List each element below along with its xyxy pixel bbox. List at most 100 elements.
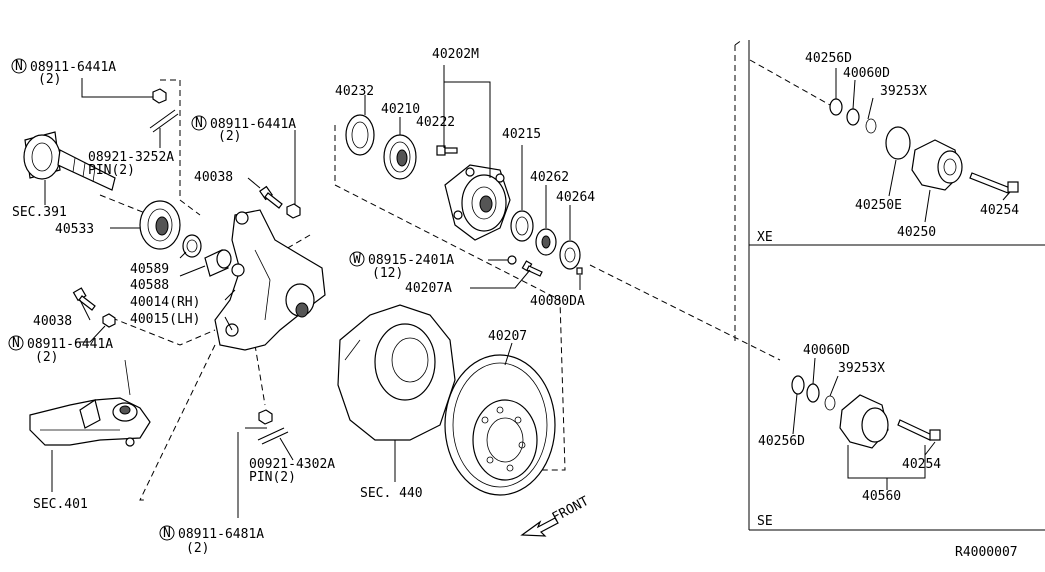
nut-marker-mid: N xyxy=(191,115,207,131)
leader-lines xyxy=(51,65,1011,518)
label-40207: 40207 xyxy=(488,329,527,344)
bolt-40038-lower-sketch xyxy=(72,287,96,311)
xe-gasket-40250e-sketch xyxy=(885,126,911,160)
label-pin-08921: 08921-3252A xyxy=(88,150,174,165)
diagram-id: R4000007 xyxy=(955,545,1018,560)
front-label: FRONT xyxy=(550,494,592,526)
svg-text:N: N xyxy=(195,116,203,131)
label-08915-2401a: 08915-2401A xyxy=(368,253,454,268)
label-40015-lh: 40015(LH) xyxy=(130,312,200,327)
xe-bolt-40254-sketch xyxy=(969,172,1019,194)
label-40232: 40232 xyxy=(335,84,374,99)
screw-40080da-sketch xyxy=(576,267,583,275)
label-08911-6441a-top: 08911-6441A xyxy=(30,60,116,75)
label-40038-upper: 40038 xyxy=(194,170,233,185)
label-40080da: 40080DA xyxy=(530,294,585,309)
seal-40232-sketch xyxy=(345,114,375,156)
plate-40264-sketch xyxy=(559,240,581,270)
se-washer-40060d-sketch xyxy=(806,383,820,403)
nut-bottom-sketch xyxy=(258,409,273,425)
label-pin-08921-qty: PIN(2) xyxy=(88,163,135,178)
xe-washer-40060d-sketch xyxy=(846,108,860,126)
dust-shield-sketch xyxy=(337,304,456,441)
label-pin-00921: 00921-4302A xyxy=(249,457,335,472)
nut-marker-top: N xyxy=(11,58,27,74)
label-sec401: SEC.401 xyxy=(33,497,88,512)
label-se-40560: 40560 xyxy=(862,489,901,504)
label-sec440: SEC. 440 xyxy=(360,486,423,501)
svg-text:N: N xyxy=(163,526,171,541)
section-frames: XE SE xyxy=(734,39,1045,531)
label-washer-qty: (12) xyxy=(372,266,403,281)
label-40222: 40222 xyxy=(416,115,455,130)
label-se-40256d: 40256D xyxy=(758,434,805,449)
label-xe-40250e: 40250E xyxy=(855,198,902,213)
section-label-se: SE xyxy=(757,514,773,529)
nut-mid-sketch xyxy=(286,203,301,219)
se-snap-ring-39253x-sketch xyxy=(824,395,836,411)
bearing-40215-sketch xyxy=(510,210,534,242)
front-direction-arrow: FRONT xyxy=(520,494,592,537)
label-40202m: 40202M xyxy=(432,47,479,62)
bolt-40207a-sketch xyxy=(521,260,543,277)
nut-marker-low: N xyxy=(8,335,24,351)
pin-00921-sketch xyxy=(257,427,289,445)
label-40014-rh: 40014(RH) xyxy=(130,295,200,310)
xe-snap-ring-39253x-sketch xyxy=(865,118,877,134)
label-se-40254: 40254 xyxy=(902,457,941,472)
washer-08915-sketch xyxy=(507,255,517,265)
drive-shaft-sketch xyxy=(23,131,116,205)
label-08911-6441a-mid: 08911-6441A xyxy=(210,117,296,132)
assembly-guide-lines xyxy=(99,59,831,501)
label-40038-lower: 40038 xyxy=(33,314,72,329)
pin-08921-sketch xyxy=(149,109,179,133)
washer-40262-sketch xyxy=(535,228,557,256)
label-40215: 40215 xyxy=(502,127,541,142)
svg-text:N: N xyxy=(15,59,23,74)
label-08911-6441a-low: 08911-6441A xyxy=(27,337,113,352)
hub-40202m-sketch xyxy=(444,164,511,241)
label-08911-6481a: 08911-6481A xyxy=(178,527,264,542)
section-label-xe: XE xyxy=(757,230,773,245)
svg-text:W: W xyxy=(353,252,361,267)
lower-control-arm-sketch xyxy=(29,359,151,447)
label-qty-top: (2) xyxy=(38,72,61,87)
label-40262: 40262 xyxy=(530,170,569,185)
label-pin-00921-qty: PIN(2) xyxy=(249,470,296,485)
label-xe-40254: 40254 xyxy=(980,203,1019,218)
label-40207a: 40207A xyxy=(405,281,452,296)
nut-top-sketch xyxy=(152,88,167,104)
label-se-40060d: 40060D xyxy=(803,343,850,358)
nut-marker-bottom: N xyxy=(159,525,175,541)
label-40588: 40588 xyxy=(130,278,169,293)
bushing-40589-sketch xyxy=(182,234,202,258)
label-40210: 40210 xyxy=(381,102,420,117)
se-hub-40560-sketch xyxy=(839,394,889,449)
nut-low-sketch xyxy=(102,313,116,328)
label-40264: 40264 xyxy=(556,190,595,205)
bolt-40222-sketch xyxy=(436,145,458,156)
label-40533: 40533 xyxy=(55,222,94,237)
label-xe-40256d: 40256D xyxy=(805,51,852,66)
bearing-40588-sketch xyxy=(204,249,232,277)
part-labels: 08911-6441A (2) 08921-3252A PIN(2) SEC.3… xyxy=(12,47,1019,560)
svg-text:N: N xyxy=(12,336,20,351)
label-qty-low: (2) xyxy=(35,350,58,365)
label-qty-mid: (2) xyxy=(218,129,241,144)
label-xe-40060d: 40060D xyxy=(843,66,890,81)
label-sec391: SEC.391 xyxy=(12,205,67,220)
label-qty-6481: (2) xyxy=(186,541,209,556)
label-40589: 40589 xyxy=(130,262,169,277)
bolt-40038-upper-sketch xyxy=(259,185,283,209)
seal-40533-sketch xyxy=(139,200,181,250)
brake-rotor-sketch xyxy=(444,354,556,496)
label-xe-39253x: 39253X xyxy=(880,84,927,99)
steering-knuckle-sketch xyxy=(214,209,326,351)
xe-shim-40256d-sketch xyxy=(829,98,843,116)
label-se-39253x: 39253X xyxy=(838,361,885,376)
xe-hub-40250-sketch xyxy=(911,139,963,191)
se-bolt-40254-sketch xyxy=(897,419,941,441)
label-xe-40250: 40250 xyxy=(897,225,936,240)
se-shim-40256d-sketch xyxy=(791,375,805,395)
